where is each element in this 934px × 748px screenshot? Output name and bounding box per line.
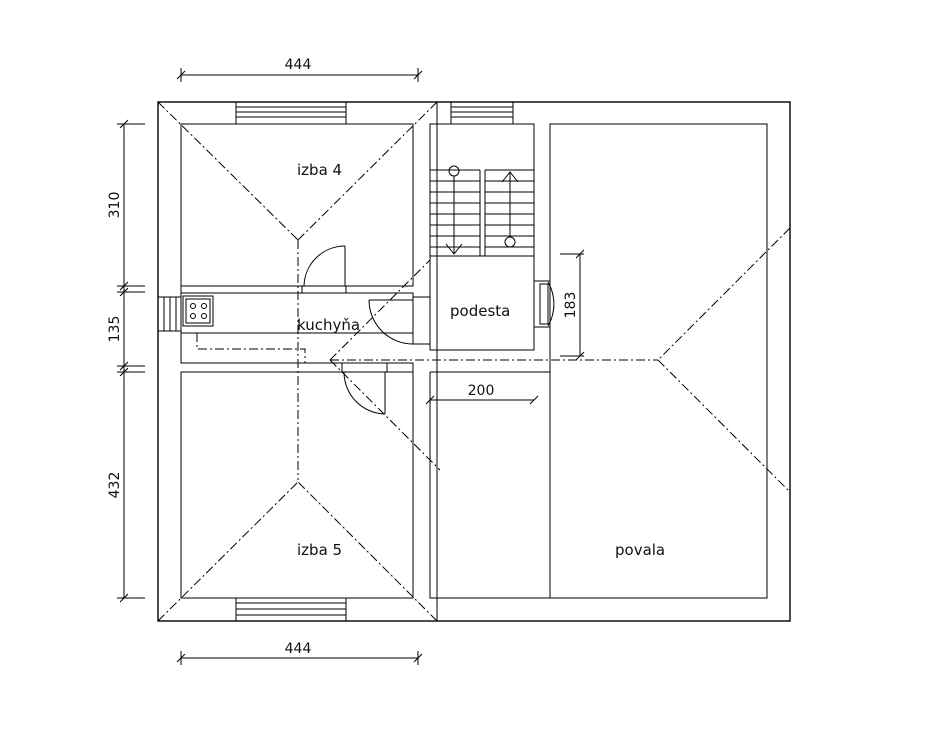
dimension-door: [560, 249, 585, 361]
stair-arrow-down: [445, 165, 463, 255]
door-povala: [533, 280, 555, 328]
stove: [182, 295, 214, 327]
room-label-podesta: podesta: [450, 302, 510, 320]
door-izba4: [301, 245, 347, 294]
door-izba5: [341, 362, 388, 415]
outer-walls: [157, 101, 791, 622]
room-label-izba5: izba 5: [297, 541, 342, 559]
dimension-label-corridor: 200: [468, 383, 495, 399]
dimension-left: [117, 119, 145, 603]
door-podesta: [368, 296, 431, 345]
dimension-top: [176, 68, 423, 82]
window-top-stair: [450, 101, 514, 125]
dimension-label-left-lower: 432: [107, 472, 123, 499]
window-top-left: [235, 101, 347, 125]
dimension-bottom: [176, 651, 423, 665]
room-label-izba4: izba 4: [297, 161, 342, 179]
dimension-label-left-middle: 135: [107, 316, 123, 343]
stair-arrow-up: [501, 171, 519, 248]
dimension-label-left-upper: 310: [107, 192, 123, 219]
window-left-kitchen: [157, 296, 182, 332]
dimension-label-door: 183: [563, 292, 579, 319]
dimension-label-top: 444: [285, 57, 312, 73]
room-label-povala: povala: [615, 541, 665, 559]
staircase: [430, 169, 534, 257]
window-bottom-left: [235, 597, 347, 622]
dimension-label-bottom: 444: [285, 641, 312, 657]
dimension-corridor: [425, 395, 539, 405]
roof-lines: [157, 101, 791, 622]
room-label-kuchyna: kuchyňa: [297, 316, 360, 334]
